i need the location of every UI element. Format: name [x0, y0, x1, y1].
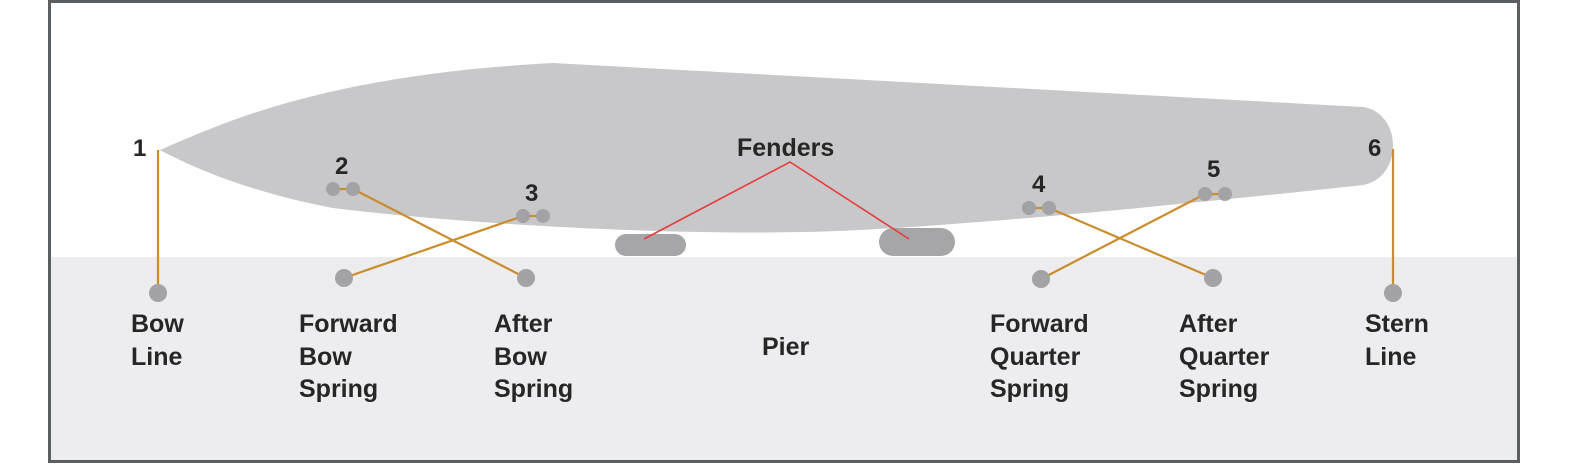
bow-line-label: Bow Line: [131, 310, 191, 371]
fender-pointer-line: [643, 161, 910, 240]
boat-cleat-4b: [1042, 201, 1056, 215]
boat-cleat-2b: [346, 182, 360, 196]
forward-quarter-spring-label: Forward Quarter Spring: [990, 310, 1096, 403]
pier: [51, 257, 1517, 460]
boat-cleat-3a: [516, 209, 530, 223]
dock-cleat-forward-quarter-spring: [1032, 270, 1050, 288]
after-bow-spring-rope: [352, 188, 527, 279]
cleat-number-3: 3: [525, 180, 538, 207]
boat-cleat-3b: [536, 209, 550, 223]
boat-cleat-4a: [1022, 201, 1036, 215]
docking-lines-diagram: 1 2 3 4 5 6 Fenders Pier Bow Line Forwar…: [51, 63, 1517, 460]
stern-line-label: Stern Line: [1365, 310, 1436, 371]
dock-cleat-after-bow-spring: [517, 269, 535, 287]
forward-quarter-spring-rope: [1040, 193, 1206, 280]
forward-bow-spring-label: Forward Bow Spring: [299, 310, 405, 403]
boat-cleat-2a: [326, 182, 340, 196]
fenders-label: Fenders: [737, 134, 834, 162]
boat-hull: [160, 63, 1393, 233]
boat-cleat-5a: [1198, 187, 1212, 201]
after-quarter-spring-rope: [1048, 206, 1214, 280]
boat-cleat-5b: [1218, 187, 1232, 201]
cleat-number-1: 1: [133, 135, 146, 162]
dock-cleat-forward-bow-spring: [335, 269, 353, 287]
cleat-number-2: 2: [335, 153, 348, 180]
after-bow-spring-label: After Bow Spring: [494, 310, 573, 403]
dock-cleat-stern-line: [1384, 284, 1402, 302]
fender-left: [615, 234, 686, 256]
after-quarter-spring-label: After Quarter Spring: [1179, 310, 1276, 403]
cleat-number-4: 4: [1032, 171, 1046, 198]
fender-right: [879, 228, 955, 256]
cleat-number-6: 6: [1368, 135, 1381, 162]
diagram-frame: 1 2 3 4 5 6 Fenders Pier Bow Line Forwar…: [48, 0, 1520, 463]
dock-cleat-after-quarter-spring: [1204, 269, 1222, 287]
pier-label: Pier: [762, 333, 810, 361]
forward-bow-spring-rope: [343, 214, 524, 280]
dock-cleat-bow-line: [149, 284, 167, 302]
cleat-number-5: 5: [1207, 156, 1220, 183]
